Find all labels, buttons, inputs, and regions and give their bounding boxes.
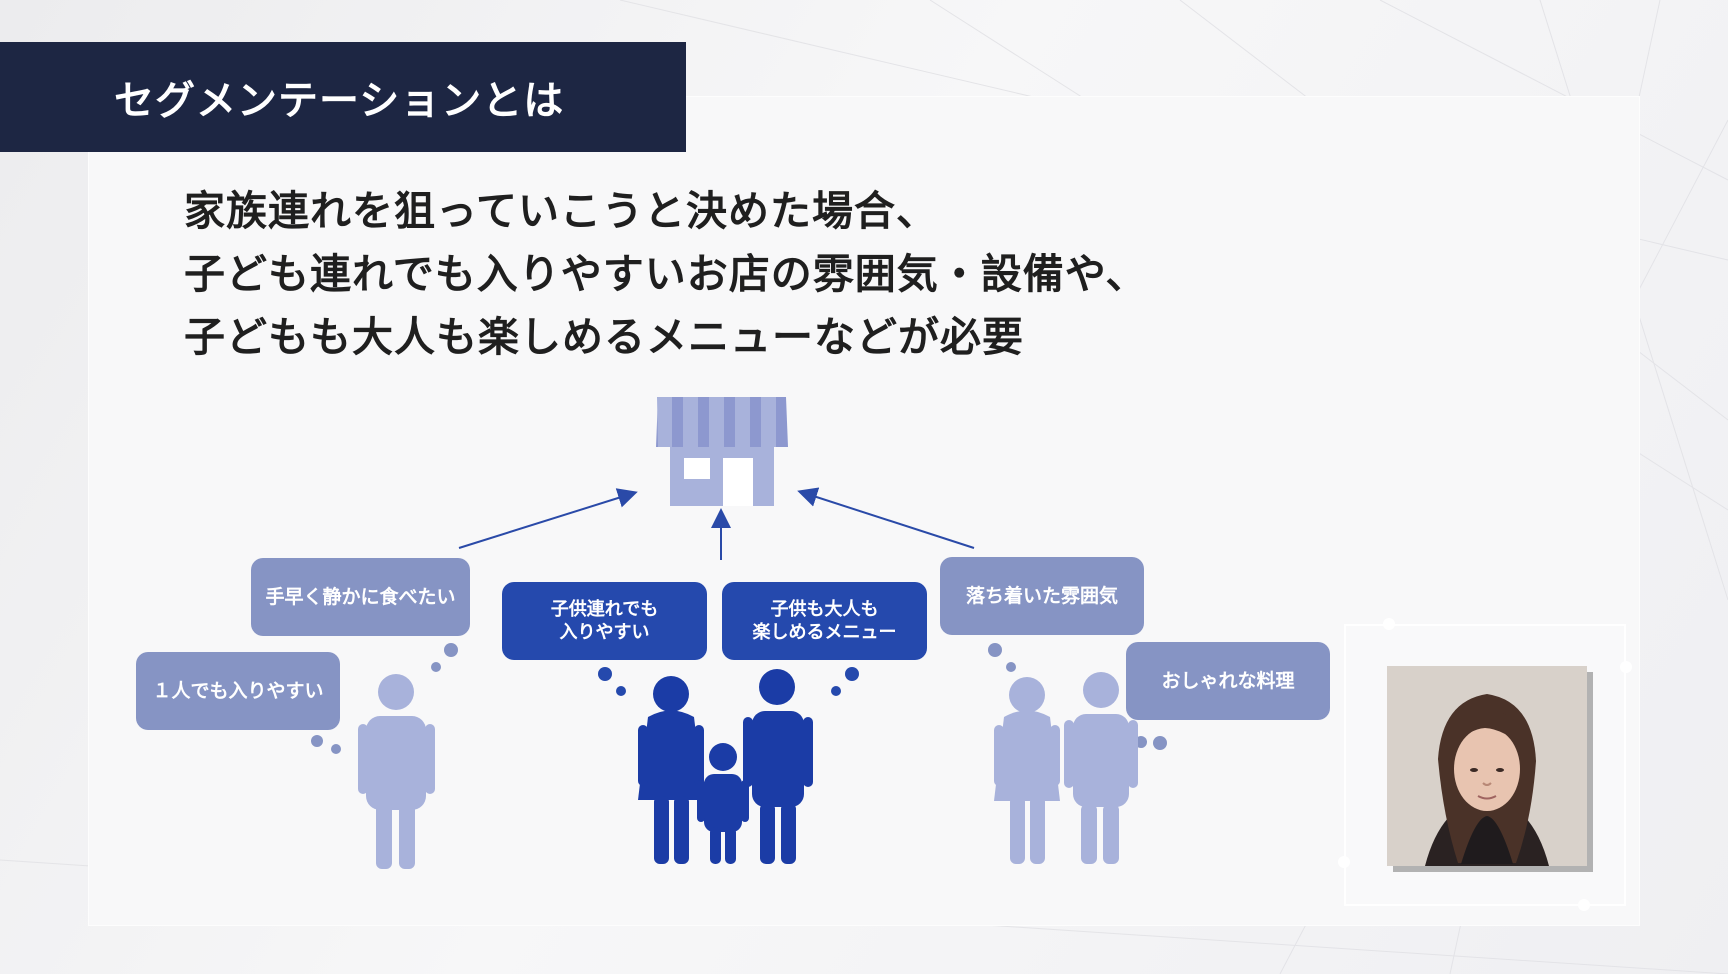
slide-body-copy: 家族連れを狙っていこうと決めた場合、 子ども連れでも入りやすいお店の雰囲気・設備… <box>184 180 1148 369</box>
frame-node-dot <box>1578 899 1590 911</box>
title-bar <box>0 42 686 152</box>
bubble-child-friendly-entry: 子供連れでも 入りやすい <box>502 582 707 660</box>
body-line-1: 家族連れを狙っていこうと決めた場合、 <box>184 187 938 235</box>
single-person-icon <box>358 674 435 869</box>
slide-panel <box>88 96 1640 926</box>
thought-bubble-dot-icon <box>311 643 1167 754</box>
body-line-2: 子ども連れでも入りやすいお店の雰囲気・設備や、 <box>184 250 1148 298</box>
bubble-calm-atmosphere: 落ち着いた雰囲気 <box>940 557 1144 635</box>
body-line-3: 子どもも大人も楽しめるメニューなどが必要 <box>184 313 1024 361</box>
frame-node-dot <box>1338 856 1350 868</box>
bubble-menu-for-kids-and-adults: 子供も大人も 楽しめるメニュー <box>722 582 927 660</box>
arrow-icon <box>458 487 975 560</box>
slide-title: セグメンテーションとは <box>114 78 565 124</box>
frame-node-dot <box>1620 661 1632 673</box>
bubble-easy-solo-entry: １人でも入りやすい <box>136 652 340 730</box>
speaker-figure <box>1387 666 1587 866</box>
couple-icon <box>994 672 1138 864</box>
store-icon <box>656 397 788 506</box>
bubble-stylish-food: おしゃれな料理 <box>1126 642 1330 720</box>
family-icon <box>638 669 813 864</box>
speaker-video-thumbnail <box>1387 666 1587 866</box>
frame-node-dot <box>1383 618 1395 630</box>
bubble-eat-quickly-quietly: 手早く静かに食べたい <box>251 558 470 636</box>
